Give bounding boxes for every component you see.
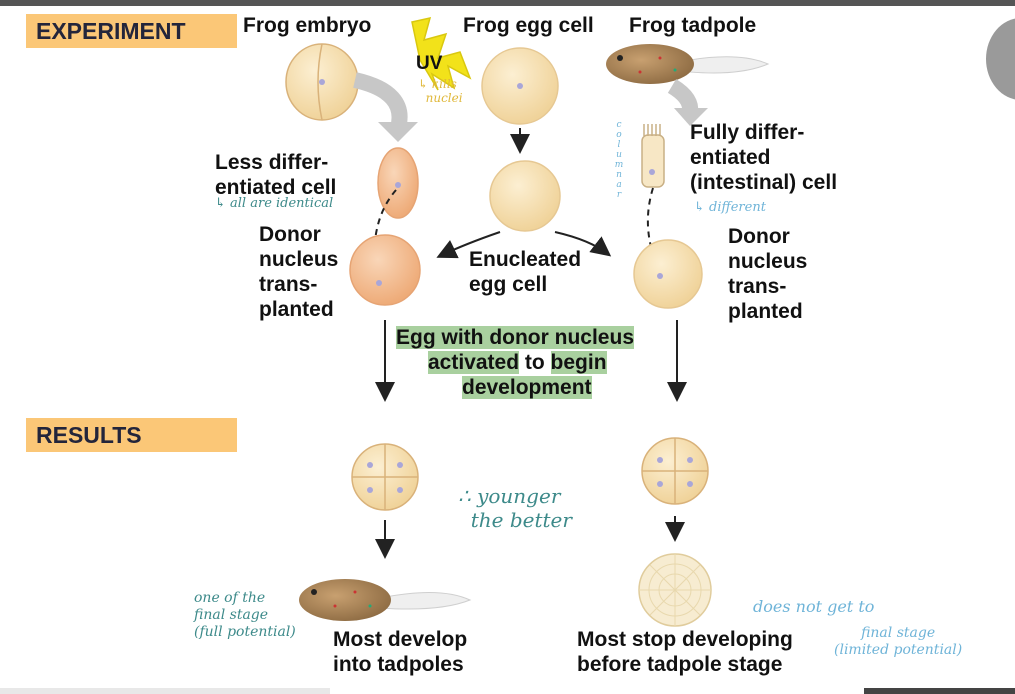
arrow-enucleated-right (554, 231, 612, 257)
frog-embryo-label: Frog embryo (243, 14, 372, 37)
arrow-enucleated-left (436, 231, 501, 259)
activated-text: activated (428, 351, 520, 374)
all-identical-note: ↳ all are identical (215, 196, 334, 211)
to-text: to (519, 351, 551, 374)
intestinal-cell-figure (641, 124, 665, 188)
frog-tadpole-figure (606, 44, 770, 84)
uv-lightning (411, 16, 472, 91)
results-label: RESULTS (26, 418, 237, 452)
begin-text: begin (550, 351, 607, 374)
columnar-note: columnar (614, 120, 624, 200)
frog-embryo-figure (285, 43, 359, 121)
development-text: development (462, 376, 592, 399)
enucleated-egg-figure (489, 160, 561, 232)
donor-right-label: Donor nucleus trans- planted (728, 225, 808, 323)
less-diff-cell-figure (377, 147, 419, 219)
bottom-border (864, 688, 1015, 694)
final-stage-limited-note: final stage (limited potential) (834, 625, 963, 658)
donor-egg-right-figure (633, 239, 703, 309)
enucleated-label: Enucleated egg cell (469, 248, 582, 296)
most-stop-label: Most stop developing before tadpole stag… (577, 628, 793, 676)
frog-egg-cell-label: Frog egg cell (463, 14, 594, 37)
kills-nuclei-note: ↳ kills nuclei (418, 77, 463, 105)
experiment-label: EXPERIMENT (26, 14, 237, 48)
stopped-embryo-figure (638, 553, 712, 627)
donor-left-label: Donor nucleus trans- planted (259, 223, 339, 321)
most-develop-label: Most develop into tadpoles (333, 628, 468, 676)
fully-diff-label: Fully differ- entiated (intestinal) cell (690, 121, 838, 194)
different-note: ↳ different (694, 200, 766, 215)
result-tadpole-figure (299, 579, 472, 621)
donor-egg-left-figure (349, 234, 421, 306)
egg-with-donor-line3: development (462, 375, 592, 400)
top-border (0, 0, 1015, 6)
frog-tadpole-label: Frog tadpole (629, 14, 757, 37)
less-diff-label: Less differ- entiated cell (215, 151, 337, 199)
egg-with-donor-line1-text: Egg with donor nucleus (396, 326, 634, 349)
result-embryo-left-figure (351, 443, 419, 511)
copyright-strip (0, 688, 330, 694)
one-of-final-note: one of the final stage (full potential) (194, 590, 296, 640)
younger-better-note: ∴ younger the better (458, 484, 572, 532)
gray-arrow-left (353, 72, 408, 131)
egg-with-donor-line2: activated to begin (428, 350, 607, 375)
does-not-get-note: does not get to (753, 597, 875, 616)
egg-with-donor-line1: Egg with donor nucleus (396, 325, 634, 350)
result-embryo-right-figure (641, 437, 709, 505)
uv-label: UV (416, 53, 443, 74)
frog-egg-figure (481, 47, 559, 125)
